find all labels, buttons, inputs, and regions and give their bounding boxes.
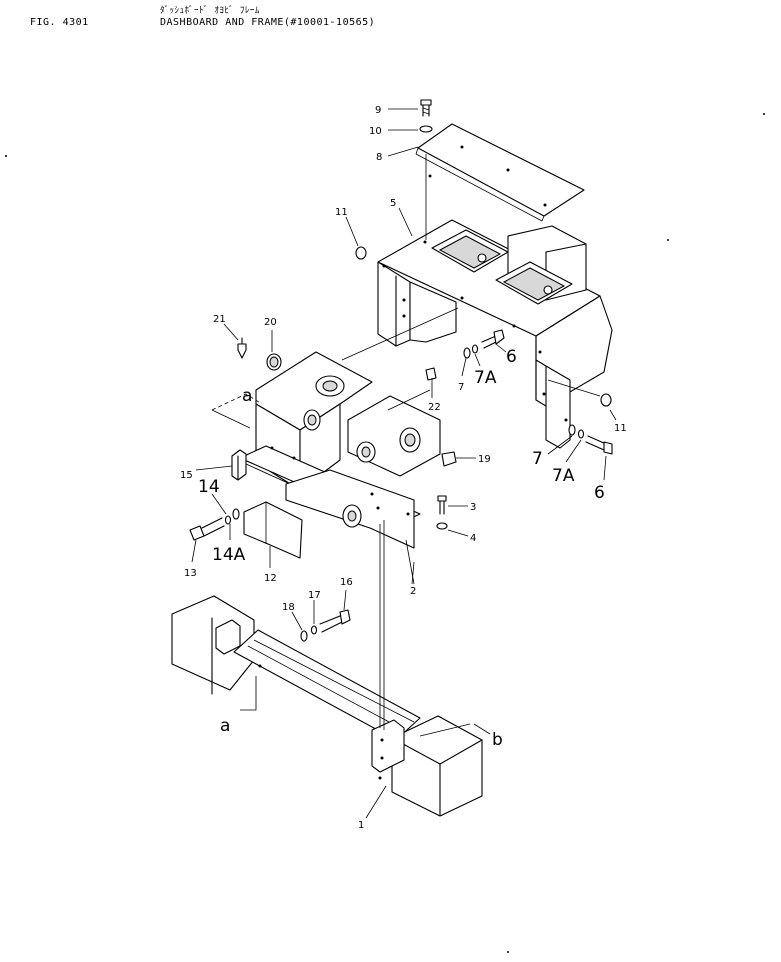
callout-19: 19 <box>478 454 491 465</box>
callout-10: 10 <box>369 126 382 137</box>
callout-15: 15 <box>180 470 193 481</box>
callout-12: 12 <box>264 573 277 584</box>
callout-6-upper: 6 <box>506 347 517 367</box>
plug-right <box>600 393 612 407</box>
callout-14A: 14A <box>212 545 246 565</box>
figure-title-japanese: ﾀﾞｯｼｭﾎﾞｰﾄﾞ ｵﾖﾋﾞ ﾌﾚｰﾑ <box>160 6 260 16</box>
lower-right-bolt-set <box>568 424 613 455</box>
callout-20: 20 <box>264 317 277 328</box>
console-frame <box>211 351 441 549</box>
leader-lines <box>191 108 617 819</box>
callout-8: 8 <box>376 152 382 163</box>
callout-7A-upper: 7A <box>474 368 497 388</box>
callout-21: 21 <box>213 314 226 325</box>
callout-11-right: 11 <box>614 423 627 434</box>
bolt-13-washers-14 <box>189 508 240 541</box>
cover-12 <box>243 501 303 559</box>
block-15 <box>231 449 247 481</box>
callout-9: 9 <box>375 105 381 116</box>
callout-16: 16 <box>340 577 353 588</box>
nipple-22 <box>425 367 437 381</box>
grease-nipple-21 <box>237 337 247 359</box>
bolt-3-washer-4 <box>436 495 448 530</box>
callout-2: 2 <box>410 586 416 597</box>
plug-19 <box>441 451 457 467</box>
callout-3: 3 <box>470 502 476 513</box>
callout-7-right: 7 <box>532 449 543 469</box>
callout-4: 4 <box>470 533 476 544</box>
figure-title: DASHBOARD AND FRAME(#10001-10565) <box>160 17 376 28</box>
callout-14: 14 <box>198 477 220 497</box>
ref-a-upper: a <box>242 386 252 406</box>
fitting-20 <box>266 353 282 371</box>
ref-b: b <box>492 730 503 750</box>
callout-17: 17 <box>308 590 321 601</box>
callout-11-left: 11 <box>335 207 348 218</box>
upper-bolt-set <box>463 329 505 359</box>
top-cover-plate <box>415 123 585 222</box>
callout-7-upper: 7 <box>458 382 464 393</box>
top-screw-and-washer <box>419 99 433 133</box>
bolt-16-washers <box>300 609 351 642</box>
callout-22: 22 <box>428 402 441 413</box>
plug-left <box>355 246 367 260</box>
callout-7A-right: 7A <box>552 466 575 486</box>
callout-13: 13 <box>184 568 197 579</box>
callout-1: 1 <box>358 820 364 831</box>
callout-18: 18 <box>282 602 295 613</box>
base-frame <box>171 595 483 817</box>
figure-number: FIG. 4301 <box>30 17 89 28</box>
callout-5: 5 <box>390 198 396 209</box>
callout-6-right: 6 <box>594 483 605 503</box>
dashboard <box>377 219 613 449</box>
ref-a-lower: a <box>220 716 230 736</box>
callout-labels: 9 10 8 5 11 21 20 6 7 7A a 22 11 7 19 15… <box>180 105 627 831</box>
